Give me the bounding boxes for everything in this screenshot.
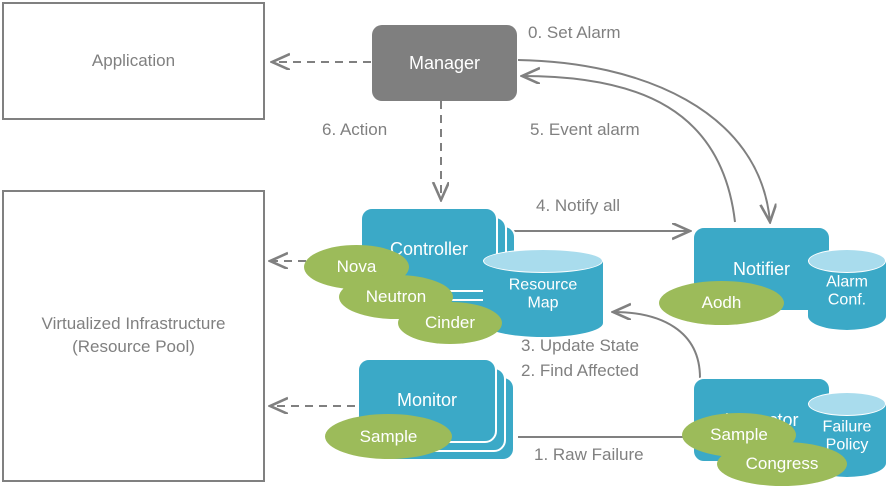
cylinder-top (808, 392, 886, 416)
nova-label: Nova (336, 257, 377, 276)
flow-label-step-6: 6. Action (322, 120, 388, 139)
project-ellipse-cinder[interactable]: Cinder (398, 302, 502, 344)
alarm-conf-cylinder[interactable]: Alarm Conf. (808, 249, 886, 330)
project-ellipse-aodh[interactable]: Aodh (659, 281, 784, 325)
cylinder-top (483, 249, 603, 273)
flow-label-step-0: 0. Set Alarm (528, 23, 621, 42)
virtualized-infrastructure-box: Virtualized Infrastructure (Resource Poo… (2, 190, 265, 482)
manager-box[interactable]: Manager (372, 25, 517, 101)
cylinder-top (808, 249, 886, 273)
monitor-label: Monitor (396, 390, 458, 410)
cylinder-body (483, 261, 603, 337)
project-ellipse-congress[interactable]: Congress (717, 442, 847, 486)
failure-policy-label: Failure Policy (822, 417, 872, 454)
notifier-label: Notifier (732, 258, 790, 279)
flow-label-step-5: 5. Event alarm (530, 120, 640, 139)
congress-label: Congress (745, 454, 819, 473)
flow-label-step-2: 2. Find Affected (521, 361, 639, 380)
resource-map-cylinder[interactable]: Resource Map (483, 249, 603, 337)
aodh-label: Aodh (701, 293, 742, 312)
flow-label-step-1: 1. Raw Failure (534, 445, 644, 464)
application-box: Application (2, 2, 265, 120)
virtualized-infrastructure-label: Virtualized Infrastructure (Resource Poo… (41, 314, 226, 356)
inspector-sample-label: Sample (710, 425, 768, 444)
flow-label-step-4: 4. Notify all (536, 196, 621, 215)
neutron-label: Neutron (365, 287, 427, 306)
project-ellipse-monitor-sample[interactable]: Sample (325, 414, 452, 459)
cinder-label: Cinder (424, 313, 476, 332)
monitor-sample-label: Sample (359, 426, 418, 446)
manager-label: Manager (408, 52, 481, 73)
application-label: Application (91, 50, 176, 70)
controller-label: Controller (389, 239, 469, 259)
alarm-conf-label: Alarm Conf. (826, 272, 868, 309)
resource-map-label: Resource Map (508, 276, 578, 312)
flow-label-step-3: 3. Update State (521, 336, 640, 355)
